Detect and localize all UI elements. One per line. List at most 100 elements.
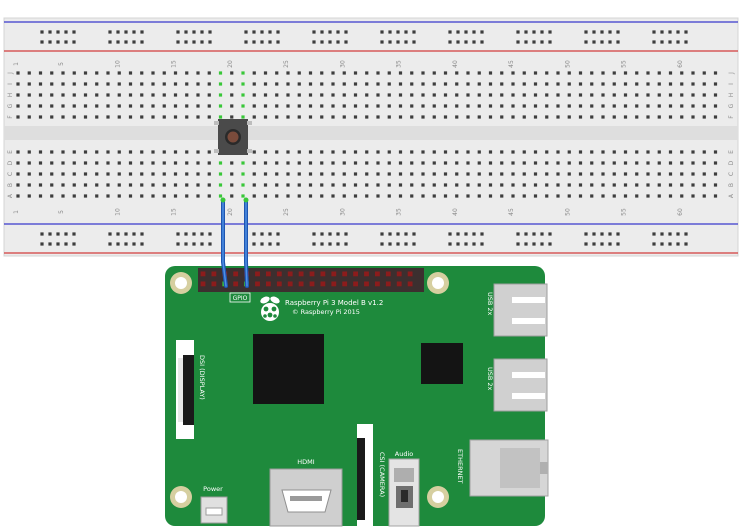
breadboard-hole	[646, 183, 650, 187]
breadboard-hole	[230, 161, 234, 165]
breadboard-hole	[353, 161, 358, 165]
breadboard-hole	[567, 82, 571, 86]
breadboard-hole	[252, 82, 256, 86]
breadboard-hole	[275, 93, 279, 97]
breadboard-hole	[61, 150, 65, 154]
rail-hole	[328, 40, 332, 44]
column-number-bottom: 45	[508, 208, 515, 216]
rail-hole	[592, 232, 596, 236]
rail-hole	[184, 232, 188, 236]
gpio-label: GPIO	[233, 295, 248, 302]
rail-hole	[660, 40, 664, 44]
breadboard-hole	[95, 115, 99, 119]
breadboard-hole	[286, 161, 290, 165]
breadboard-hole	[342, 194, 346, 198]
breadboard-hole	[230, 194, 234, 198]
breadboard-hole	[533, 172, 538, 176]
breadboard-hole	[162, 104, 166, 108]
breadboard-hole	[252, 150, 256, 154]
breadboard-hole	[83, 150, 88, 154]
breadboard-hole	[106, 93, 110, 97]
breadboard-hole	[601, 194, 605, 198]
breadboard-hole	[601, 172, 605, 176]
connected-hole	[241, 93, 245, 97]
breadboard-hole	[106, 150, 110, 154]
breadboard-hole	[27, 71, 31, 75]
row-letter: B	[7, 183, 14, 187]
breadboard-hole	[140, 71, 144, 75]
connected-hole	[218, 71, 223, 75]
breadboard-hole	[635, 82, 639, 86]
breadboard-hole	[545, 115, 549, 119]
breadboard-hole	[421, 93, 425, 97]
column-number-top: 15	[171, 60, 178, 68]
breadboard-hole	[421, 82, 425, 86]
rail-hole	[516, 232, 520, 236]
breadboard-hole	[635, 161, 639, 165]
push-button	[214, 119, 252, 155]
rail-hole	[184, 30, 188, 34]
breadboard-hole	[151, 93, 155, 97]
rail-hole	[524, 242, 528, 246]
breadboard-hole	[27, 93, 31, 97]
breadboard-hole	[432, 115, 436, 119]
breadboard-hole	[623, 71, 628, 75]
rail-hole	[252, 232, 256, 236]
raspberry-logo-icon	[260, 296, 280, 321]
breadboard-hole	[488, 104, 493, 108]
breadboard-hole	[27, 161, 31, 165]
breadboard-hole	[286, 172, 290, 176]
rail-hole	[396, 30, 400, 34]
breadboard-hole	[16, 183, 20, 187]
breadboard-hole	[173, 71, 178, 75]
breadboard-hole	[38, 104, 43, 108]
gpio-pin	[364, 271, 369, 277]
breadboard-hole	[308, 150, 313, 154]
breadboard-hole	[387, 172, 391, 176]
row-letter: A	[728, 193, 735, 198]
breadboard-hole	[443, 194, 448, 198]
breadboard-hole	[50, 150, 54, 154]
breadboard-hole	[185, 115, 189, 119]
breadboard-hole	[308, 104, 313, 108]
breadboard-hole	[83, 194, 88, 198]
breadboard-hole	[556, 161, 560, 165]
breadboard-hole	[511, 71, 515, 75]
breadboard-hole	[128, 150, 133, 154]
rail-hole	[344, 232, 348, 236]
rail-hole	[448, 30, 452, 34]
breadboard-hole	[545, 194, 549, 198]
breadboard-hole	[578, 183, 583, 187]
breadboard-hole	[365, 93, 369, 97]
breadboard-hole	[275, 194, 279, 198]
breadboard-hole	[308, 115, 313, 119]
breadboard-hole	[128, 194, 133, 198]
rail-hole	[592, 242, 596, 246]
rail-hole	[448, 232, 452, 236]
pi-model-text: Raspberry Pi 3 Model B v1.2	[285, 299, 383, 307]
breadboard-hole	[173, 104, 178, 108]
usb-label-1: USB 2x	[486, 292, 494, 316]
breadboard-hole	[522, 172, 526, 176]
rail-hole	[116, 242, 120, 246]
rail-hole	[532, 242, 536, 246]
breadboard-hole	[128, 71, 133, 75]
ethernet-label: ETHERNET	[456, 449, 464, 484]
breadboard-hole	[713, 104, 718, 108]
gpio-pin	[233, 271, 239, 277]
breadboard-hole	[275, 172, 279, 176]
breadboard-hole	[702, 150, 706, 154]
breadboard-hole	[140, 93, 144, 97]
rail-hole	[276, 40, 280, 44]
breadboard-hole	[331, 115, 335, 119]
breadboard-hole	[117, 115, 121, 119]
breadboard-hole	[477, 172, 481, 176]
rail-hole	[464, 30, 468, 34]
breadboard-hole	[691, 104, 695, 108]
breadboard-hole	[398, 150, 403, 154]
breadboard-hole	[196, 82, 200, 86]
breadboard-hole	[387, 161, 391, 165]
breadboard-hole	[72, 172, 76, 176]
breadboard-hole	[50, 82, 54, 86]
breadboard-hole	[342, 71, 346, 75]
